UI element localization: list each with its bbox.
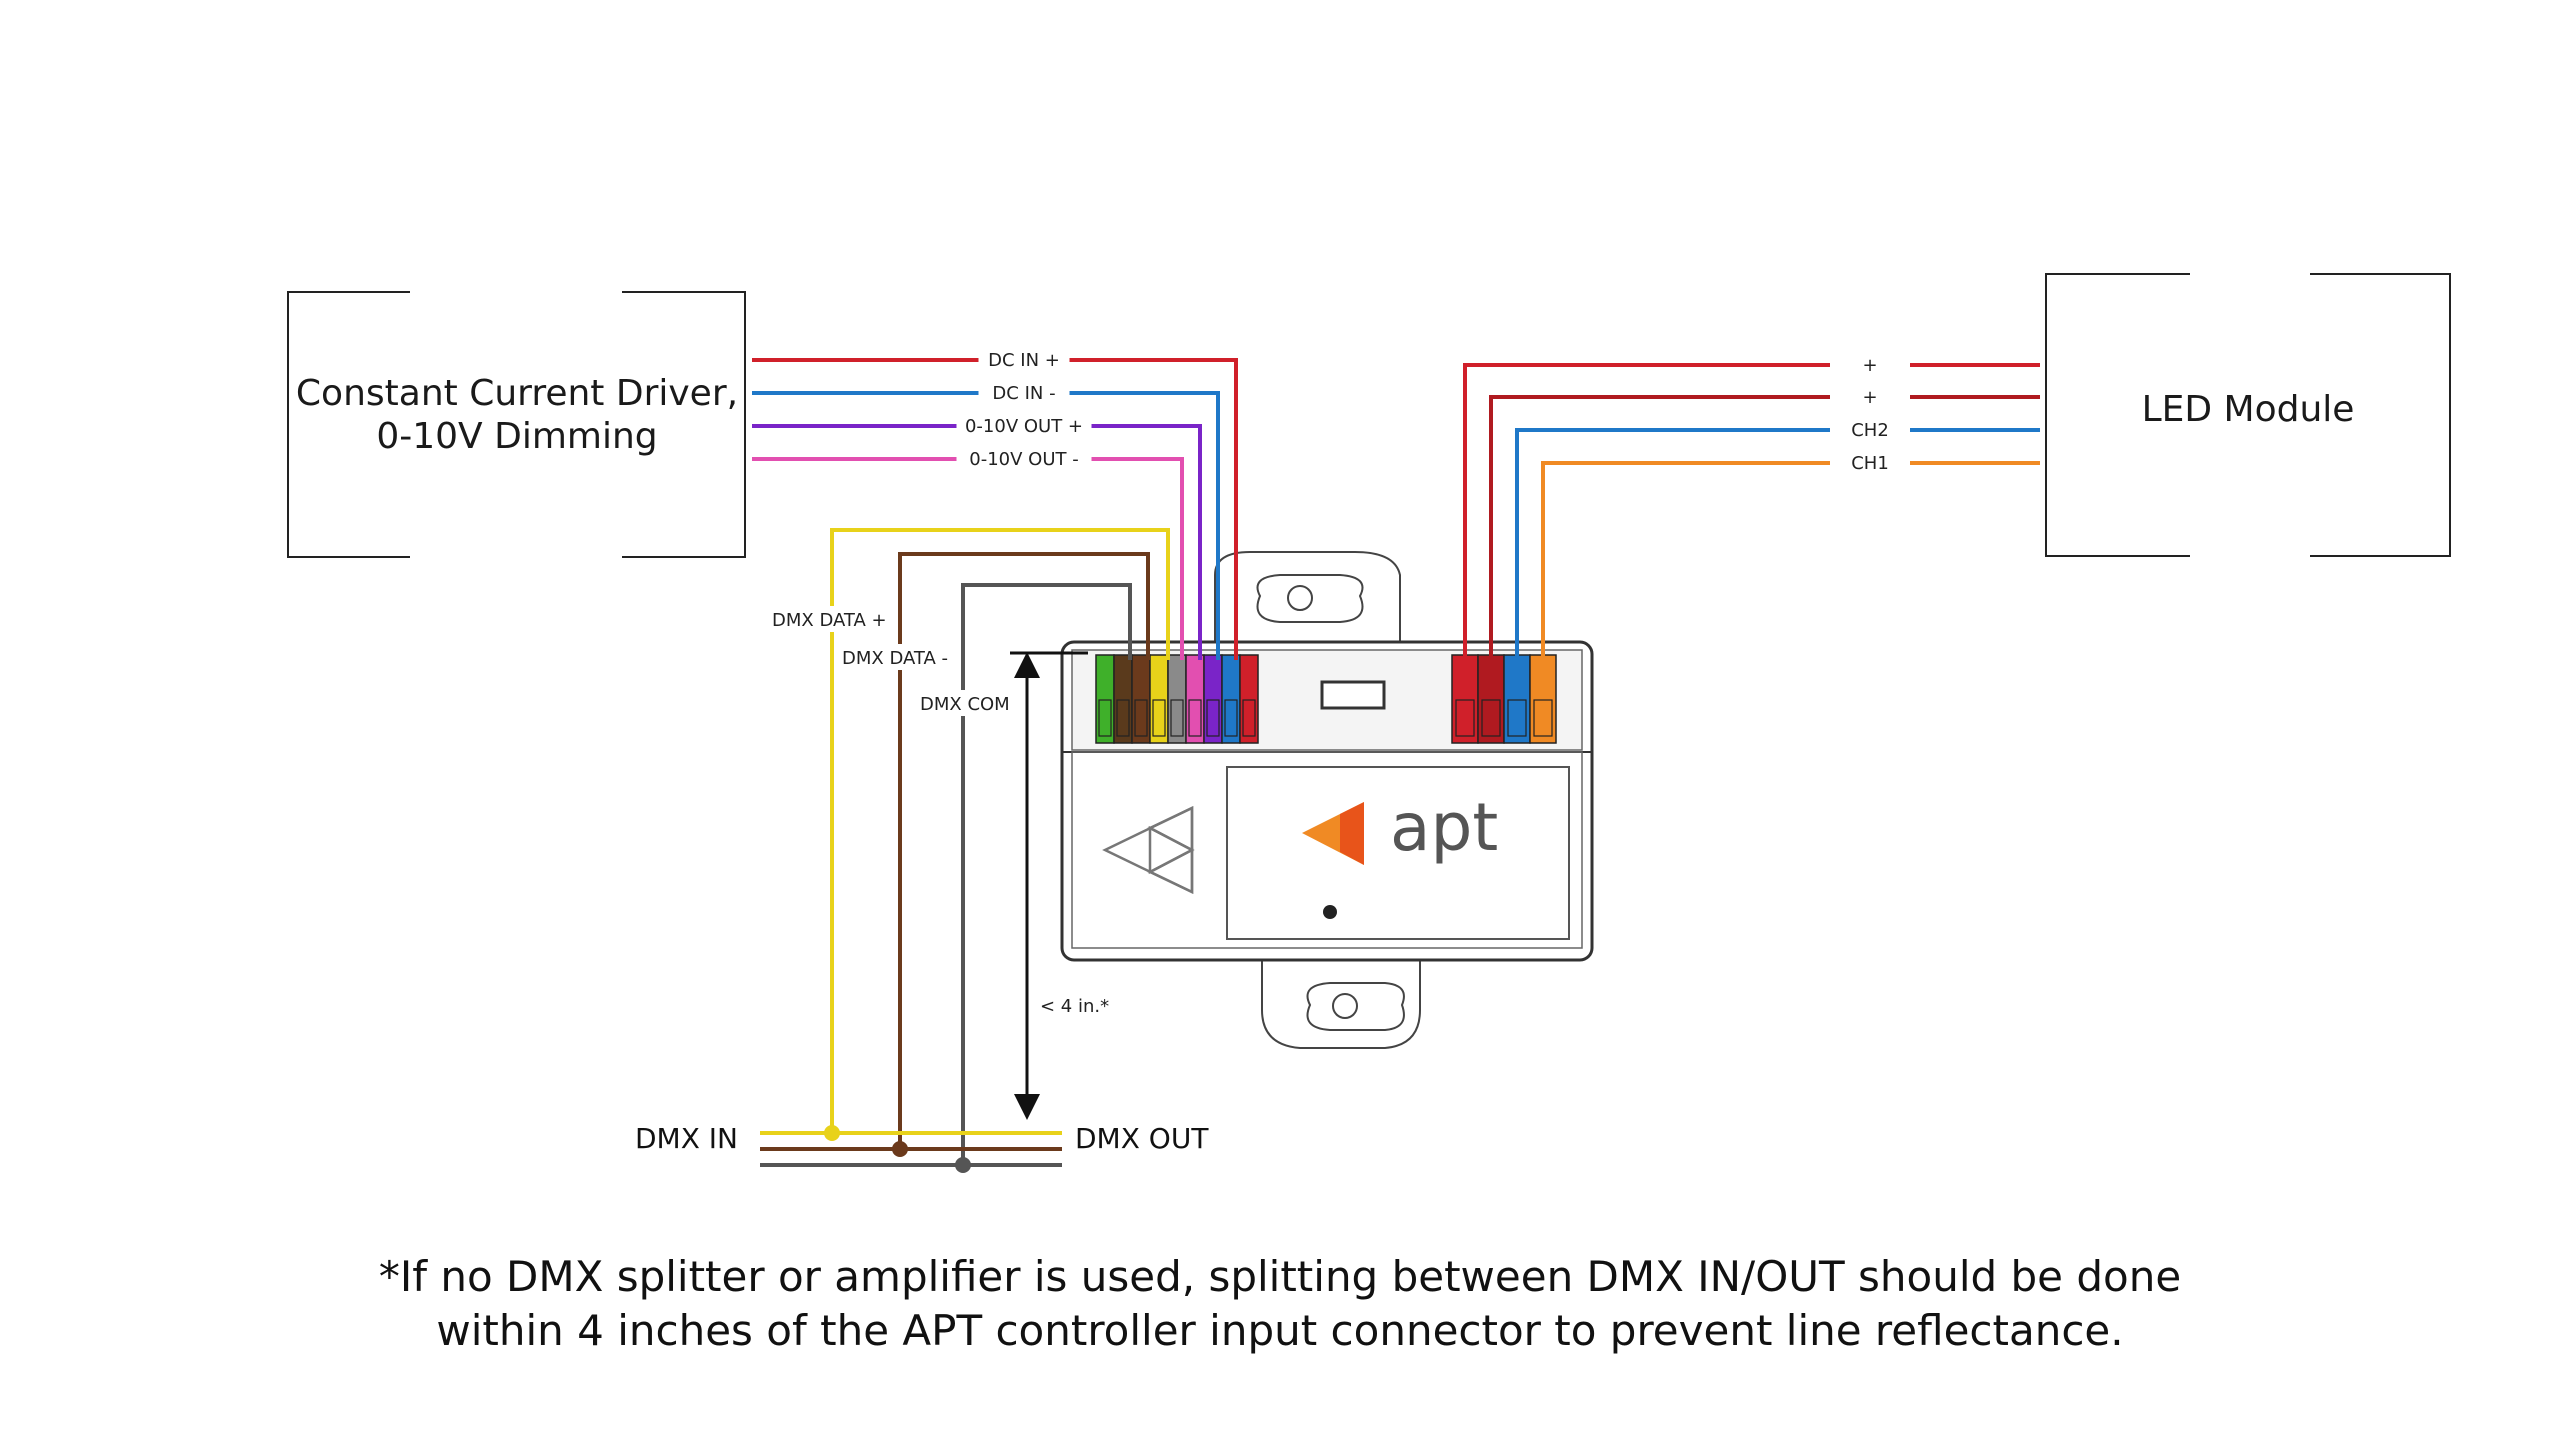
led-wire-4 (1541, 461, 2040, 660)
dmx-wire-1 (830, 528, 1170, 1133)
status-window (1320, 680, 1386, 710)
led-wire-label-1: + (1862, 355, 1877, 376)
driver-box (287, 291, 746, 558)
output-terminal-block (1451, 654, 1557, 744)
bottom-keyhole (1306, 982, 1405, 1031)
dmx-junction-dot-3 (955, 1157, 971, 1173)
led-module-label-text: LED Module (2141, 389, 2355, 430)
led-wire-label-4: CH1 (1851, 453, 1889, 474)
footnote-line1: *If no DMX splitter or amplifier is used… (378, 1252, 2182, 1301)
led-module-label: LED Module (2046, 388, 2450, 431)
distance-dimension: < 4 in.* (1010, 651, 1155, 1120)
driver-label-line1: Constant Current Driver, (295, 373, 739, 414)
footnote: *If no DMX splitter or amplifier is used… (0, 1250, 2560, 1358)
driver-box-label: Constant Current Driver, 0-10V Dimming (288, 372, 746, 458)
arrow-up-icon (1014, 652, 1040, 678)
driver-wire-label-3: 0-10V OUT + (965, 416, 1083, 437)
driver-wire-4 (752, 457, 1184, 660)
led-wire-label-3: CH2 (1851, 420, 1889, 441)
dmx-wire-label-1: DMX DATA + (772, 610, 887, 631)
led-wire-2 (1489, 395, 2040, 660)
dmx-bus (760, 1125, 1062, 1173)
triangle-emblem-icon (1102, 806, 1195, 894)
status-led (1323, 905, 1337, 919)
dmx-junction-dot-2 (892, 1141, 908, 1157)
led-wire-label-2: + (1862, 387, 1877, 408)
dmx-in-label: DMX IN (635, 1122, 738, 1155)
arrow-down-icon (1014, 1094, 1040, 1120)
driver-label-line2: 0-10V Dimming (376, 416, 658, 458)
apt-controller: apt (1060, 551, 1594, 1049)
driver-wire-label-1: DC IN + (988, 350, 1060, 371)
top-keyhole (1256, 574, 1364, 623)
driver-wire-1 (752, 358, 1238, 660)
led-module-box (2045, 273, 2451, 557)
distance-label: < 4 in.* (1040, 996, 1109, 1017)
input-terminal-block (1095, 654, 1259, 744)
dmx-wire-2 (898, 552, 1150, 1149)
driver-wire-label-4: 0-10V OUT - (969, 449, 1078, 470)
dmx-junction-dot-1 (824, 1125, 840, 1141)
top-mount-tab (1214, 551, 1401, 646)
dmx-out-label: DMX OUT (1075, 1122, 1209, 1155)
led-wire-1 (1463, 363, 2040, 660)
dmx-wire-3 (961, 583, 1132, 1165)
dmx-wire-label-2: DMX DATA - (842, 648, 948, 669)
apt-logo-icon (1302, 802, 1364, 865)
apt-logo-text: apt (1390, 789, 1498, 866)
wire-labels: DC IN + DC IN - 0-10V OUT + 0-10V OUT - + + CH… (768, 348, 1910, 716)
terminal-9 (1239, 654, 1259, 744)
dmx-wire-label-3: DMX COM (920, 694, 1010, 715)
bottom-mount-tab (1261, 954, 1421, 1049)
driver-wire-2 (752, 391, 1220, 660)
label-panel (1226, 766, 1570, 940)
driver-wire-label-2: DC IN - (992, 383, 1055, 404)
driver-wire-3 (752, 424, 1202, 660)
footnote-line2: within 4 inches of the APT controller in… (436, 1306, 2124, 1355)
